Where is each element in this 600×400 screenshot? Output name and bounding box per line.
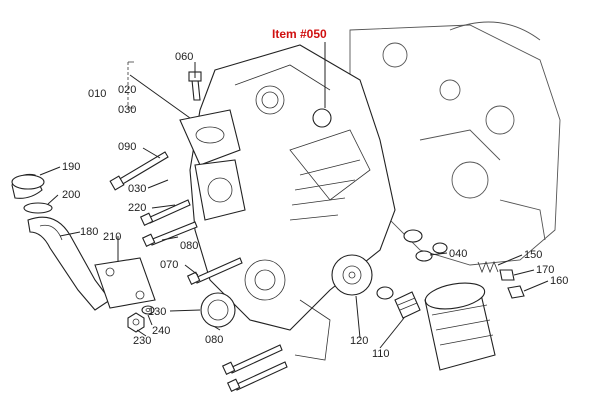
bolt-070 [186, 257, 243, 285]
nut-230 [127, 312, 145, 333]
label-180: 180 [80, 226, 98, 238]
leader-lines [39, 42, 549, 349]
item-callout: Item #050 [272, 27, 327, 41]
label-240: 240 [152, 325, 170, 337]
label-210: 210 [103, 231, 121, 243]
label-170: 170 [536, 264, 554, 276]
label-010: 010 [88, 88, 106, 100]
filler-cap [11, 173, 45, 199]
gasket-ring [376, 286, 394, 300]
spring-150 [477, 260, 499, 274]
bolt-090 [109, 151, 169, 191]
label-130: 130 [148, 306, 166, 318]
label-080b: 080 [205, 334, 223, 346]
bolts-080b [221, 344, 288, 392]
label-110: 110 [372, 348, 390, 360]
label-150: 150 [524, 249, 542, 261]
label-030b: 030 [128, 183, 146, 195]
plug-160 [507, 285, 525, 299]
bracket [94, 257, 156, 309]
label-040: 040 [449, 248, 467, 260]
o-ring-200 [23, 202, 53, 214]
label-200: 200 [62, 189, 80, 201]
label-030a: 030 [118, 104, 136, 116]
washer-240 [141, 305, 155, 315]
valve-170 [499, 269, 515, 281]
oil-seal [200, 292, 236, 328]
label-070: 070 [160, 259, 178, 271]
thermostat-housing [179, 109, 246, 221]
label-230: 230 [133, 335, 151, 347]
label-020: 020 [118, 84, 136, 96]
pulley [331, 254, 373, 296]
label-220: 220 [128, 202, 146, 214]
bolt-220 [139, 199, 191, 226]
water-pipe [27, 216, 111, 311]
label-060: 060 [175, 51, 193, 63]
bolt-080a [141, 221, 198, 247]
oil-filter [424, 282, 496, 371]
nipple-110 [394, 291, 421, 319]
label-190: 190 [62, 161, 80, 173]
label-090: 090 [118, 141, 136, 153]
o-rings-040 [403, 229, 448, 262]
label-080a: 080 [180, 240, 198, 252]
label-160: 160 [550, 275, 568, 287]
label-120: 120 [350, 335, 368, 347]
